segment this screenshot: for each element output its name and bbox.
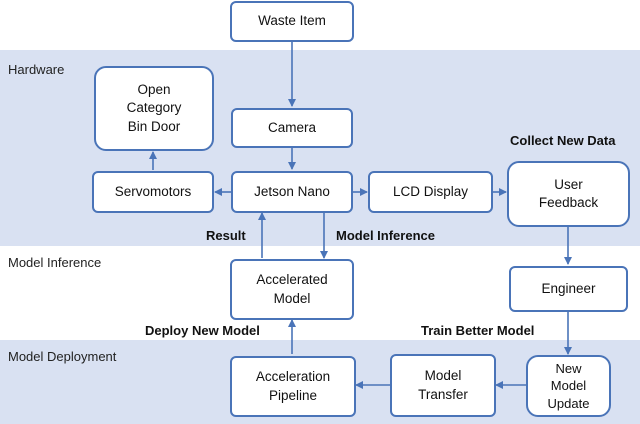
accelerated-model-node: Accelerated Model <box>230 259 354 320</box>
camera-node: Camera <box>231 108 353 148</box>
lcd-display-node: LCD Display <box>368 171 493 213</box>
engineer-node: Engineer <box>509 266 628 312</box>
open-bin-door-node: Open Category Bin Door <box>94 66 214 151</box>
model-deployment-section-label: Model Deployment <box>8 349 117 364</box>
model-transfer-node: Model Transfer <box>390 354 496 417</box>
jetson-nano-node: Jetson Nano <box>231 171 353 213</box>
model-inference-edge-label: Model Inference <box>336 228 435 243</box>
hardware-section-label: Hardware <box>8 62 65 77</box>
waste-item-node: Waste Item <box>230 1 354 42</box>
model-inference-section-label: Model Inference <box>8 255 102 270</box>
user-feedback-node: User Feedback <box>507 161 630 227</box>
train-better-model-label: Train Better Model <box>421 323 535 338</box>
servomotors-node: Servomotors <box>92 171 214 213</box>
result-label: Result <box>206 228 246 243</box>
deploy-new-model-label: Deploy New Model <box>145 323 260 338</box>
collect-new-data-label: Collect New Data <box>510 133 616 148</box>
acceleration-pipeline-node: Acceleration Pipeline <box>230 356 356 417</box>
new-model-update-node: New Model Update <box>526 355 611 417</box>
